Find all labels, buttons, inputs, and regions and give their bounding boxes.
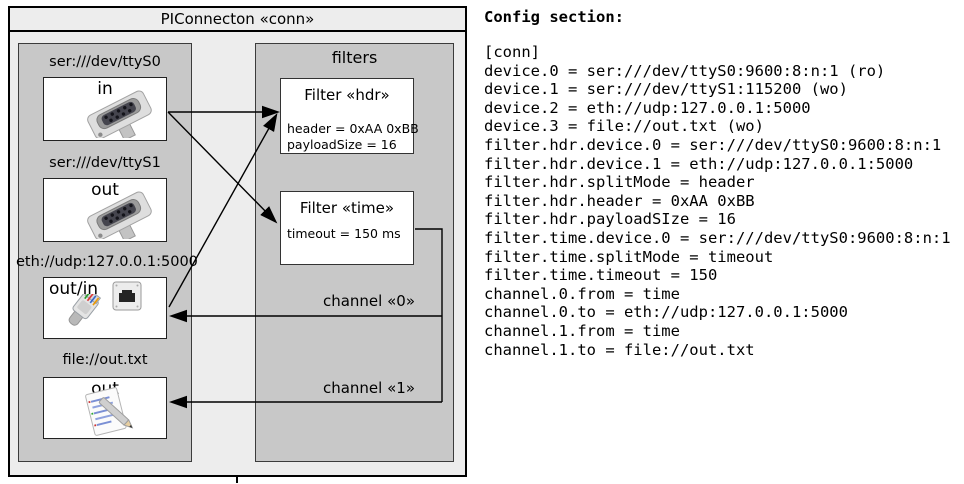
config-line: device.3 = file://out.txt (wo) <box>484 117 764 136</box>
config-section: Config section: [conn] device.0 = ser://… <box>484 8 960 359</box>
config-line: filter.time.device.0 = ser:///dev/ttyS0:… <box>484 228 951 247</box>
config-heading: Config section: <box>484 8 624 26</box>
filter-title: Filter «hdr» <box>304 86 390 104</box>
config-lines: [conn] device.0 = ser:///dev/ttyS0:9600:… <box>484 43 960 359</box>
device-box-file: out <box>43 377 167 439</box>
config-line: filter.time.timeout = 150 <box>484 266 718 285</box>
device-direction-label: out <box>91 180 119 200</box>
device-uri-label: ser:///dev/ttyS1 <box>49 155 161 171</box>
device-box-ttys0: in <box>43 77 167 141</box>
filter-time-box: Filter «time» timeout = 150 ms <box>280 191 414 265</box>
filter-title: Filter «time» <box>299 199 395 217</box>
config-line: filter.hdr.splitMode = header <box>484 173 755 192</box>
config-line: filter.time.splitMode = timeout <box>484 247 774 266</box>
device-box-ttys1: out <box>43 178 167 242</box>
filter-property: payloadSize = 16 <box>287 137 397 152</box>
filter-property: header = 0xAA 0xBB <box>287 121 419 136</box>
ethernet-plug-icon <box>68 294 102 326</box>
device-uri-label: ser:///dev/ttyS0 <box>49 54 161 70</box>
notepad-icon <box>85 387 134 436</box>
config-line: channel.1.to = file://out.txt <box>484 340 755 359</box>
filter-property: timeout = 150 ms <box>287 226 401 241</box>
config-line: device.0 = ser:///dev/ttyS0:9600:8:n:1 (… <box>484 61 886 80</box>
channel-0-label: channel «0» <box>322 292 415 310</box>
config-line: filter.hdr.device.1 = eth://udp:127.0.0.… <box>484 154 914 173</box>
serial-connector-icon <box>87 191 152 239</box>
config-line: channel.0.to = eth://udp:127.0.0.1:5000 <box>484 303 848 322</box>
config-line: channel.1.from = time <box>484 321 680 340</box>
filter-hdr-box: Filter «hdr» header = 0xAA 0xBB payloadS… <box>280 78 419 154</box>
config-line: device.1 = ser:///dev/ttyS1:115200 (wo) <box>484 80 848 99</box>
serial-connector-icon <box>87 90 152 138</box>
config-line: filter.hdr.header = 0xAA 0xBB <box>484 191 755 210</box>
network-port-icon <box>112 281 142 311</box>
device-uri-label: file://out.txt <box>62 352 148 368</box>
channel-1-label: channel «1» <box>322 379 415 397</box>
device-box-eth: out/in <box>43 277 167 339</box>
diagram-title: PIConnecton «conn» <box>10 8 465 32</box>
config-line: device.2 = eth://udp:127.0.0.1:5000 <box>484 98 811 117</box>
config-line: channel.0.from = time <box>484 284 680 303</box>
config-line: filter.hdr.payloadSIze = 16 <box>484 210 736 229</box>
device-uri-label: eth://udp:127.0.0.1:5000 <box>16 254 198 270</box>
config-line: filter.hdr.device.0 = ser:///dev/ttyS0:9… <box>484 135 942 154</box>
device-direction-label: in <box>97 79 113 99</box>
config-line: [conn] <box>484 43 540 61</box>
filters-panel-label: filters <box>331 48 378 67</box>
